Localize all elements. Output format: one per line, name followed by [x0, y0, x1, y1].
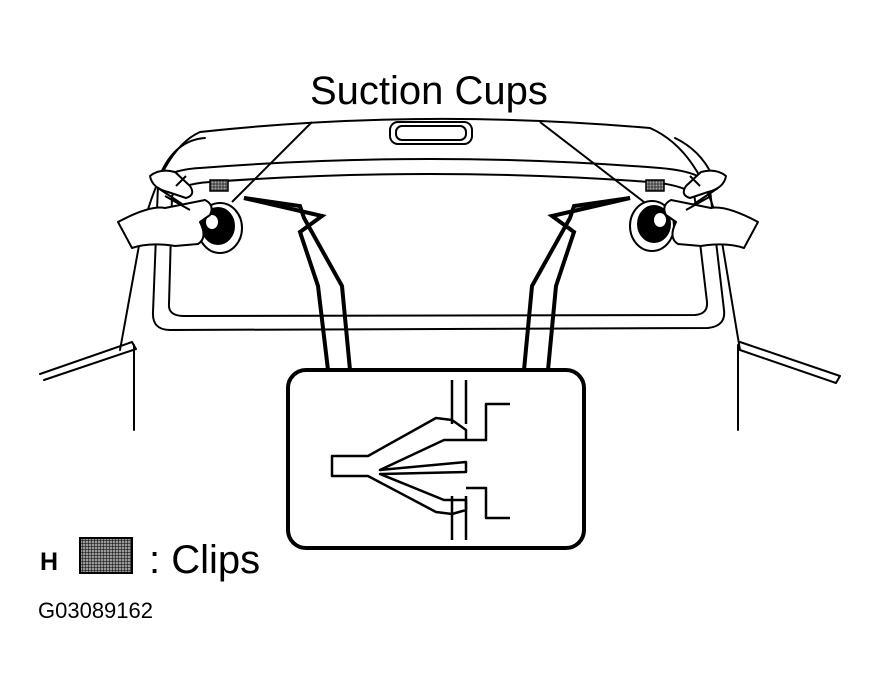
suction-cup-right [629, 200, 675, 252]
callout-funnel [243, 196, 631, 371]
clip-right [645, 179, 665, 192]
rear-glass-inner [167, 173, 709, 317]
clip-detail-box [286, 368, 586, 550]
hand-right [663, 169, 759, 249]
figure-code: G03089162 [38, 598, 153, 623]
high-mount-stop-light-inner [395, 125, 467, 141]
suction-cups-label: Suction Cups [310, 69, 548, 113]
hand-left [117, 169, 213, 249]
leader-lines [231, 121, 645, 203]
bed-side-right [739, 341, 841, 384]
high-mount-stop-light [389, 121, 473, 145]
cab-back-panel [133, 344, 739, 431]
clip-legend-swatch [79, 537, 133, 574]
rear-glass-frame [151, 158, 726, 331]
legend-clips-label: : Clips [149, 538, 261, 582]
roof-outline [119, 117, 741, 351]
legend-marker-letter: H [40, 548, 59, 576]
clip-left [209, 179, 229, 192]
bed-side-left [39, 341, 137, 381]
clip-profile [330, 416, 468, 516]
panel-line [450, 380, 468, 540]
glass-bracket [466, 402, 510, 520]
